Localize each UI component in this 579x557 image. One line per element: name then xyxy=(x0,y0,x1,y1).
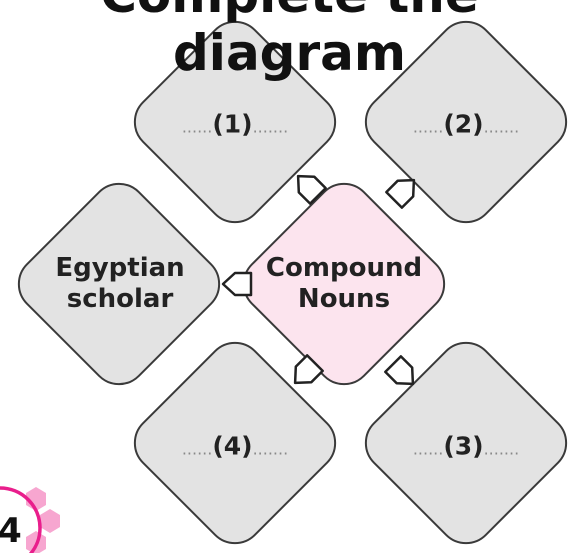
box-1-label: ......(1)....... xyxy=(182,110,288,139)
hexagon-decoration-icon xyxy=(40,509,60,533)
box-3-dots-before: ...... xyxy=(412,439,444,459)
box-2-label: ......(2)....... xyxy=(413,110,519,139)
box-3-label: ......(3)....... xyxy=(413,432,519,461)
box-2-dots-after: ....... xyxy=(483,117,520,137)
arrow-to-box-2-icon xyxy=(385,178,416,209)
box-1-number: (1) xyxy=(212,109,253,139)
center-line1: Compound xyxy=(265,253,423,283)
box-4-number: (4) xyxy=(212,431,253,461)
arrow-to-box-4-icon xyxy=(293,354,324,385)
center-box-shape xyxy=(242,182,446,386)
box-left-shape xyxy=(17,182,221,386)
center-line2: Nouns xyxy=(297,284,391,314)
box-1-shape xyxy=(133,20,337,224)
box-left-line2: scholar xyxy=(66,284,174,314)
arrow-to-box-1-icon xyxy=(296,174,327,205)
box-1-dots-after: ....... xyxy=(252,117,289,137)
box-4-shape xyxy=(133,341,337,545)
center-label: Compound Nouns xyxy=(266,253,422,315)
box-4-label: ......(4)....... xyxy=(182,432,288,461)
box-left-line1: Egyptian xyxy=(55,253,185,283)
box-4-dots-after: ....... xyxy=(252,439,289,459)
box-2-number: (2) xyxy=(443,109,484,139)
box-3-dots-after: ....... xyxy=(483,439,520,459)
box-1-dots-before: ...... xyxy=(181,117,213,137)
page-number: 4 xyxy=(0,511,22,551)
arrow-to-box-left-icon xyxy=(221,271,253,297)
page-badge xyxy=(0,486,60,557)
box-2-shape xyxy=(364,20,568,224)
box-4-dots-before: ...... xyxy=(181,439,213,459)
page-badge-ring xyxy=(0,486,42,557)
box-3-shape xyxy=(364,341,568,545)
box-2-dots-before: ...... xyxy=(412,117,444,137)
box-left-label: Egyptian scholar xyxy=(55,253,184,315)
box-3-number: (3) xyxy=(443,431,484,461)
page-title: Complete the diagram xyxy=(100,0,479,82)
arrow-to-box-3-icon xyxy=(384,355,415,386)
